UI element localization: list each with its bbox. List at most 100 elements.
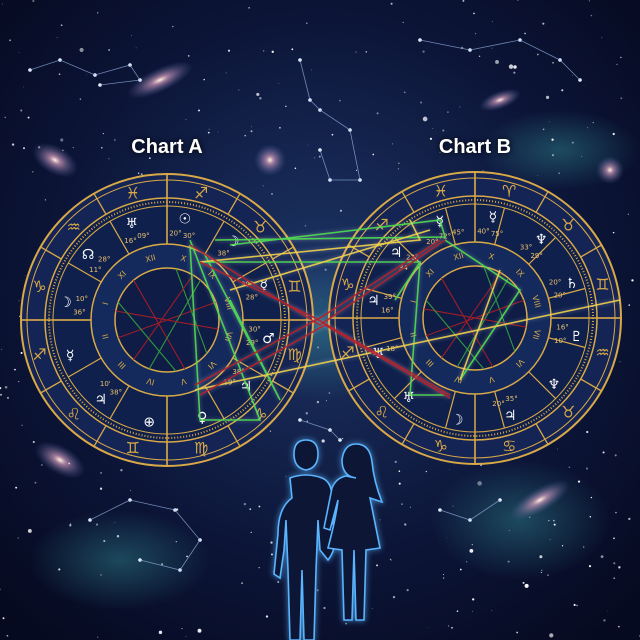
star <box>452 505 454 507</box>
sign-divider <box>401 423 415 445</box>
star <box>406 589 409 592</box>
star <box>331 133 334 136</box>
star <box>34 481 37 484</box>
house-numeral: V <box>179 376 187 386</box>
star <box>568 466 571 469</box>
house-cusp <box>528 371 557 400</box>
star <box>256 92 260 97</box>
star <box>208 128 210 130</box>
house-cusp <box>494 391 506 429</box>
star <box>586 430 589 434</box>
house-cusp <box>109 385 130 420</box>
planet-degree: 38° <box>232 368 244 376</box>
star <box>249 508 252 511</box>
star <box>9 39 12 42</box>
star <box>401 503 403 505</box>
star <box>6 634 9 637</box>
star <box>612 132 615 136</box>
star <box>259 97 262 100</box>
star <box>291 48 294 51</box>
star <box>241 582 244 585</box>
zodiac-sign-glyph: ♍ <box>287 345 301 364</box>
galaxy <box>479 88 521 112</box>
zodiac-sign-glyph: ♉ <box>253 218 267 237</box>
star <box>311 69 312 71</box>
star <box>371 608 373 609</box>
aspect-line <box>199 219 422 263</box>
star <box>21 424 23 427</box>
synastry-aspects <box>189 219 621 421</box>
star <box>459 106 461 108</box>
star <box>323 606 326 610</box>
star <box>517 0 519 1</box>
star <box>271 553 273 556</box>
planet-glyph: ♃ <box>504 408 517 424</box>
star <box>466 561 468 563</box>
star <box>41 464 43 466</box>
zodiac-sign-glyph: ♓ <box>434 181 448 200</box>
star <box>556 448 558 450</box>
star <box>27 528 32 533</box>
star <box>251 126 252 128</box>
star <box>271 192 273 195</box>
star <box>613 577 615 579</box>
zodiac-sign-glyph: ♉ <box>561 216 575 235</box>
star <box>553 523 556 526</box>
star <box>429 137 433 140</box>
house-cusp <box>444 207 456 245</box>
star <box>583 546 585 548</box>
aspect-line <box>444 239 522 381</box>
house-numeral: XII <box>452 251 464 262</box>
star <box>102 132 104 135</box>
star <box>58 73 61 75</box>
star <box>540 571 542 574</box>
star <box>409 506 411 508</box>
star <box>513 71 516 74</box>
star <box>258 567 260 569</box>
planet-glyph: ♆ <box>535 232 548 248</box>
planet-degree: 16° <box>124 237 136 245</box>
planet-glyph: ♃ <box>390 245 403 261</box>
star <box>508 529 510 531</box>
star <box>321 439 325 443</box>
star <box>307 144 309 146</box>
nebula <box>30 510 210 610</box>
star <box>439 151 441 153</box>
star <box>265 615 269 618</box>
house-numeral: VI <box>514 357 526 369</box>
star <box>447 111 449 113</box>
house-cusp <box>444 391 456 429</box>
house-numeral: X <box>180 254 188 264</box>
star <box>602 451 605 454</box>
star <box>285 475 287 477</box>
star <box>422 116 428 122</box>
star <box>101 147 103 149</box>
planet-glyph: ☿ <box>489 210 498 226</box>
planet-glyph: ♀ <box>197 410 207 426</box>
star <box>542 22 545 25</box>
star <box>524 32 526 35</box>
house-numeral: VIII <box>222 296 234 310</box>
planet-glyph: ♄ <box>566 276 579 292</box>
star <box>0 588 1 590</box>
zodiac-sign-glyph: ♒ <box>595 343 609 362</box>
constellation-line <box>419 39 581 81</box>
star <box>108 49 111 51</box>
planet-degree: 10' <box>100 380 111 388</box>
star <box>269 430 272 432</box>
star <box>628 304 631 306</box>
star <box>96 12 99 14</box>
star <box>314 157 316 159</box>
star <box>306 420 308 422</box>
house-numeral: III <box>424 357 435 368</box>
planet-degree: 20° <box>169 229 181 237</box>
star <box>398 482 401 485</box>
star <box>95 523 99 526</box>
star <box>472 598 475 601</box>
star <box>541 569 543 571</box>
star <box>1 348 3 350</box>
sign-divider <box>272 380 294 394</box>
aspect-line <box>459 269 501 381</box>
star <box>446 537 447 539</box>
